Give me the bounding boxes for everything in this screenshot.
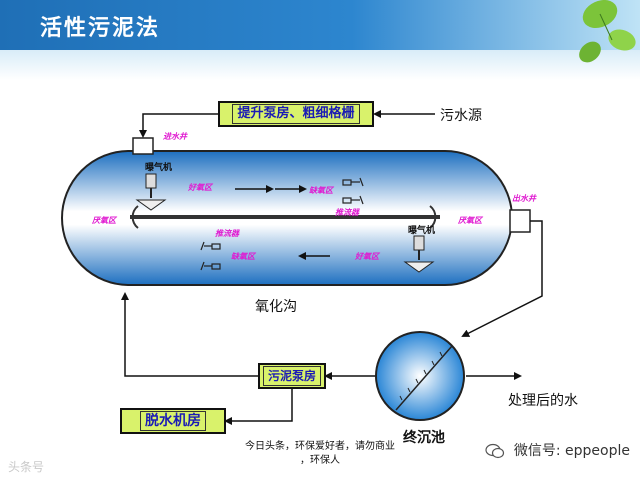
anoxic-zone-label-2: 缺氧区 [231, 251, 255, 261]
aerator-label-2: 曝气机 [408, 226, 436, 236]
inlet-well-label: 进水井 [163, 131, 187, 141]
aerator-icon [403, 235, 435, 273]
pump-house-label: 提升泵房、粗细格栅 [232, 104, 360, 124]
wechat-icon [485, 443, 505, 459]
toutiao-watermark: 头条号 [8, 460, 45, 474]
title-underlay [0, 50, 640, 80]
pipe-outlet-to-clarifier [461, 220, 543, 337]
clarifier-tank [375, 331, 465, 421]
outlet-well [509, 209, 531, 233]
aerobic-zone-label-2: 好氧区 [355, 251, 379, 261]
mixer-icon [200, 241, 221, 271]
sewage-source-label: 污水源 [440, 108, 482, 124]
pump-house-box: 提升泵房、粗细格栅 [218, 101, 374, 127]
anoxic-zone-label-1: 缺氧区 [309, 185, 333, 195]
wechat-id-text: 微信号: eppeople [513, 443, 630, 459]
oxidation-ditch-label: 氧化沟 [255, 299, 297, 315]
anaerobic-zone-label-2: 厌氧区 [458, 215, 482, 225]
outlet-well-label: 出水井 [512, 193, 536, 203]
page-title: 活性污泥法 [40, 15, 161, 41]
clarifier-label: 终沉池 [403, 430, 445, 446]
mixer-icon [342, 177, 364, 205]
aerator-label-1: 曝气机 [145, 163, 173, 173]
dewatering-label: 脱水机房 [140, 411, 206, 431]
leaf-decoration [579, 0, 636, 63]
mixer-label-2: 推流器 [215, 228, 239, 238]
aerobic-zone-label-1: 好氧区 [188, 182, 212, 192]
anaerobic-zone-label-1: 厌氧区 [92, 215, 116, 225]
dewatering-box: 脱水机房 [120, 408, 226, 434]
pipe-pump-to-inlet [139, 113, 218, 138]
title-bar [0, 0, 640, 50]
sludge-pump-label: 污泥泵房 [262, 366, 321, 386]
footer-line-1: 今日头条，环保爱好者，请勿商业 [245, 441, 395, 452]
sludge-pump-box: 污泥泵房 [258, 363, 326, 389]
pipe-sludge-return [121, 292, 258, 377]
wechat-id: 微信号: eppeople [483, 440, 632, 460]
pipe-sludge-to-dewater [224, 388, 293, 425]
mixer-label-1: 推流器 [335, 207, 359, 217]
inlet-well [132, 137, 154, 155]
footer-line-2: ，环保人 [300, 455, 340, 466]
aerator-icon [135, 173, 167, 211]
footer-caption: 今日头条，环保爱好者，请勿商业 ，环保人 [200, 440, 440, 468]
treated-water-label: 处理后的水 [508, 393, 578, 409]
